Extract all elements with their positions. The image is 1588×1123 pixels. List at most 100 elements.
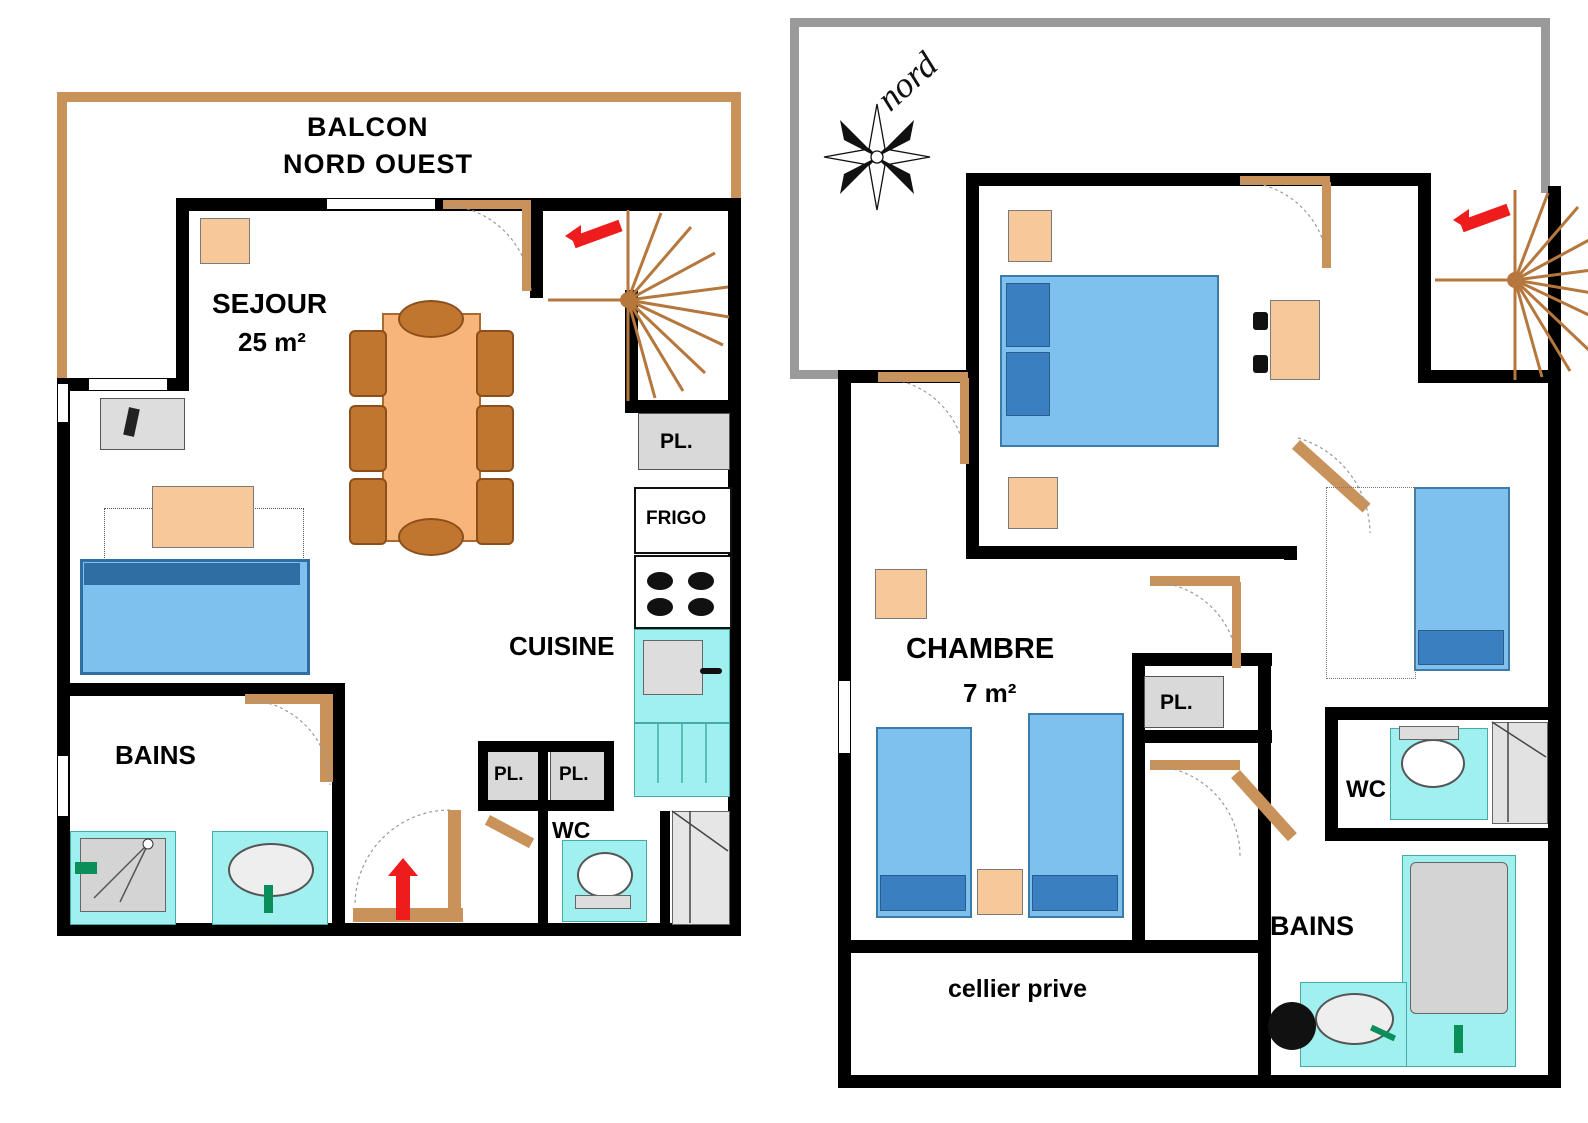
staircase-right: [1435, 190, 1588, 380]
chair-right-3: [476, 478, 514, 545]
r-stair-arrow-head: [1453, 209, 1469, 230]
r-door-left-swing: [877, 377, 967, 467]
r-outer-bottom: [838, 1075, 1561, 1088]
kitchen-drawers: [657, 723, 707, 783]
closet-pl-top: [638, 413, 730, 470]
chambre1-nightstand-bottom: [1008, 477, 1058, 529]
bains-label: BAINS: [115, 740, 196, 770]
r-wc-wall-left: [1325, 707, 1338, 837]
shower-drain: [75, 862, 97, 874]
chair-right-1: [476, 330, 514, 397]
r-bath-circle: [1268, 1002, 1316, 1050]
r-mid-wall-vert-2: [1258, 653, 1271, 1088]
bains-door-swing: [244, 699, 331, 786]
compass-rose-icon: [823, 103, 931, 211]
balcony-wall-top: [57, 92, 741, 102]
entrance-arrow: [396, 872, 410, 920]
wc-room-wall-right: [660, 811, 670, 923]
stove-burner-1: [647, 572, 673, 590]
chambre2-shelf: [875, 569, 927, 619]
wc-wall-vert: [538, 741, 548, 811]
r-wc-toilet-tank: [1399, 726, 1459, 740]
r-window-left: [838, 680, 851, 754]
balcony-wall-left: [57, 92, 67, 384]
outer-wall-left-lower: [57, 378, 70, 936]
r-closet-pl: [1144, 676, 1224, 728]
table-end-top: [398, 300, 464, 338]
sofa-backrest: [84, 563, 300, 585]
chambre2-bed-left-pillow: [880, 875, 966, 911]
sejour-label: SEJOUR: [212, 288, 328, 319]
entrance-arrow-head: [388, 858, 418, 876]
stair-landing-lines: [671, 810, 729, 923]
upper-balcony-left: [790, 18, 799, 378]
bains-wall-right: [332, 683, 345, 923]
r-wc-side-panel: [1492, 722, 1548, 824]
r-door-mid-leaf: [1150, 576, 1240, 586]
cellier-label: cellier prive: [948, 975, 1087, 1003]
r-bathtub: [1410, 862, 1508, 1014]
entry-door-top-leaf: [443, 200, 531, 209]
stove-burner-3: [647, 598, 673, 616]
chambre1-pillow-2: [1006, 352, 1050, 416]
door-top-frame: [522, 205, 531, 291]
left-floor-plan: BALCON NORD OUEST: [0, 0, 770, 1123]
bains-wall-top: [57, 683, 345, 696]
wc-room-wall-left: [538, 811, 548, 923]
chambre2-bed-right-pillow: [1032, 875, 1118, 911]
right-floor-plan: nord CHAMBRE 7 m²: [770, 0, 1588, 1123]
bains-door-leaf: [320, 700, 333, 782]
window-left-1: [57, 383, 69, 423]
r-wall-upper-bottom: [966, 546, 1296, 559]
r-wall-upper-diag-support: [1284, 546, 1297, 560]
r-wc-wall-top: [1325, 707, 1561, 720]
window-left-upper: [88, 378, 168, 391]
outer-wall-right: [728, 198, 741, 936]
stair-wall-bottom: [625, 400, 741, 413]
balcony-wall-right: [731, 92, 741, 204]
fridge-label: FRIGO: [646, 508, 707, 529]
closet-pl-top-label: PL.: [660, 430, 693, 453]
chambre1-pillow-1: [1006, 283, 1050, 347]
r-stair-wall-left: [1418, 173, 1431, 378]
entry-door-top-swing: [442, 204, 532, 294]
r-door-lower-leaf: [1150, 760, 1240, 770]
stove: [634, 555, 732, 629]
outer-wall-left-upper: [176, 198, 189, 380]
r-mid-wall-horiz-2: [1132, 730, 1272, 743]
wc-wall-left: [478, 741, 488, 811]
r-wall-upper-left: [966, 173, 979, 558]
wc-label-left: WC: [552, 817, 591, 843]
dining-table: [382, 313, 481, 542]
sejour-area: 25 m²: [238, 327, 306, 357]
shower-lines: [93, 838, 154, 903]
r-door-mid-frame: [1232, 582, 1241, 668]
chambre2-area: 7 m²: [963, 678, 1017, 708]
r-closet-pl-label: PL.: [1160, 691, 1193, 714]
chair-left-1: [349, 330, 387, 397]
r-outer-right-lower: [1548, 736, 1561, 1088]
r-bath-basin: [1315, 993, 1394, 1045]
kitchen-faucet: [700, 668, 722, 674]
chair-right-2: [476, 405, 514, 472]
r-door-lower-swing: [1149, 765, 1241, 857]
upper-balcony-bottom-left: [790, 370, 862, 379]
entry-door-bottom-swing: [354, 809, 451, 906]
stair-wall-left: [530, 198, 543, 298]
r-door-left-leaf: [878, 372, 968, 382]
window-left-2: [57, 755, 69, 817]
closet-pl-3-label: PL.: [559, 764, 589, 785]
chair-left-2: [349, 405, 387, 472]
r-door-left-frame: [960, 378, 969, 464]
cuisine-label: CUISINE: [509, 631, 615, 661]
staircase-left: [548, 210, 730, 401]
kitchen-sink-basin: [643, 640, 703, 695]
r-wc-label: WC: [1346, 776, 1386, 803]
chambre1-chair-2: [1253, 355, 1268, 373]
bathroom-faucet: [264, 885, 273, 913]
r-stair-wall-bottom: [1418, 370, 1561, 383]
balcony-label-line2: NORD OUEST: [283, 149, 474, 179]
r-mid-wall-vert: [1132, 653, 1145, 940]
r-wc-toilet-bowl: [1401, 739, 1465, 788]
stove-burner-4: [688, 598, 714, 616]
